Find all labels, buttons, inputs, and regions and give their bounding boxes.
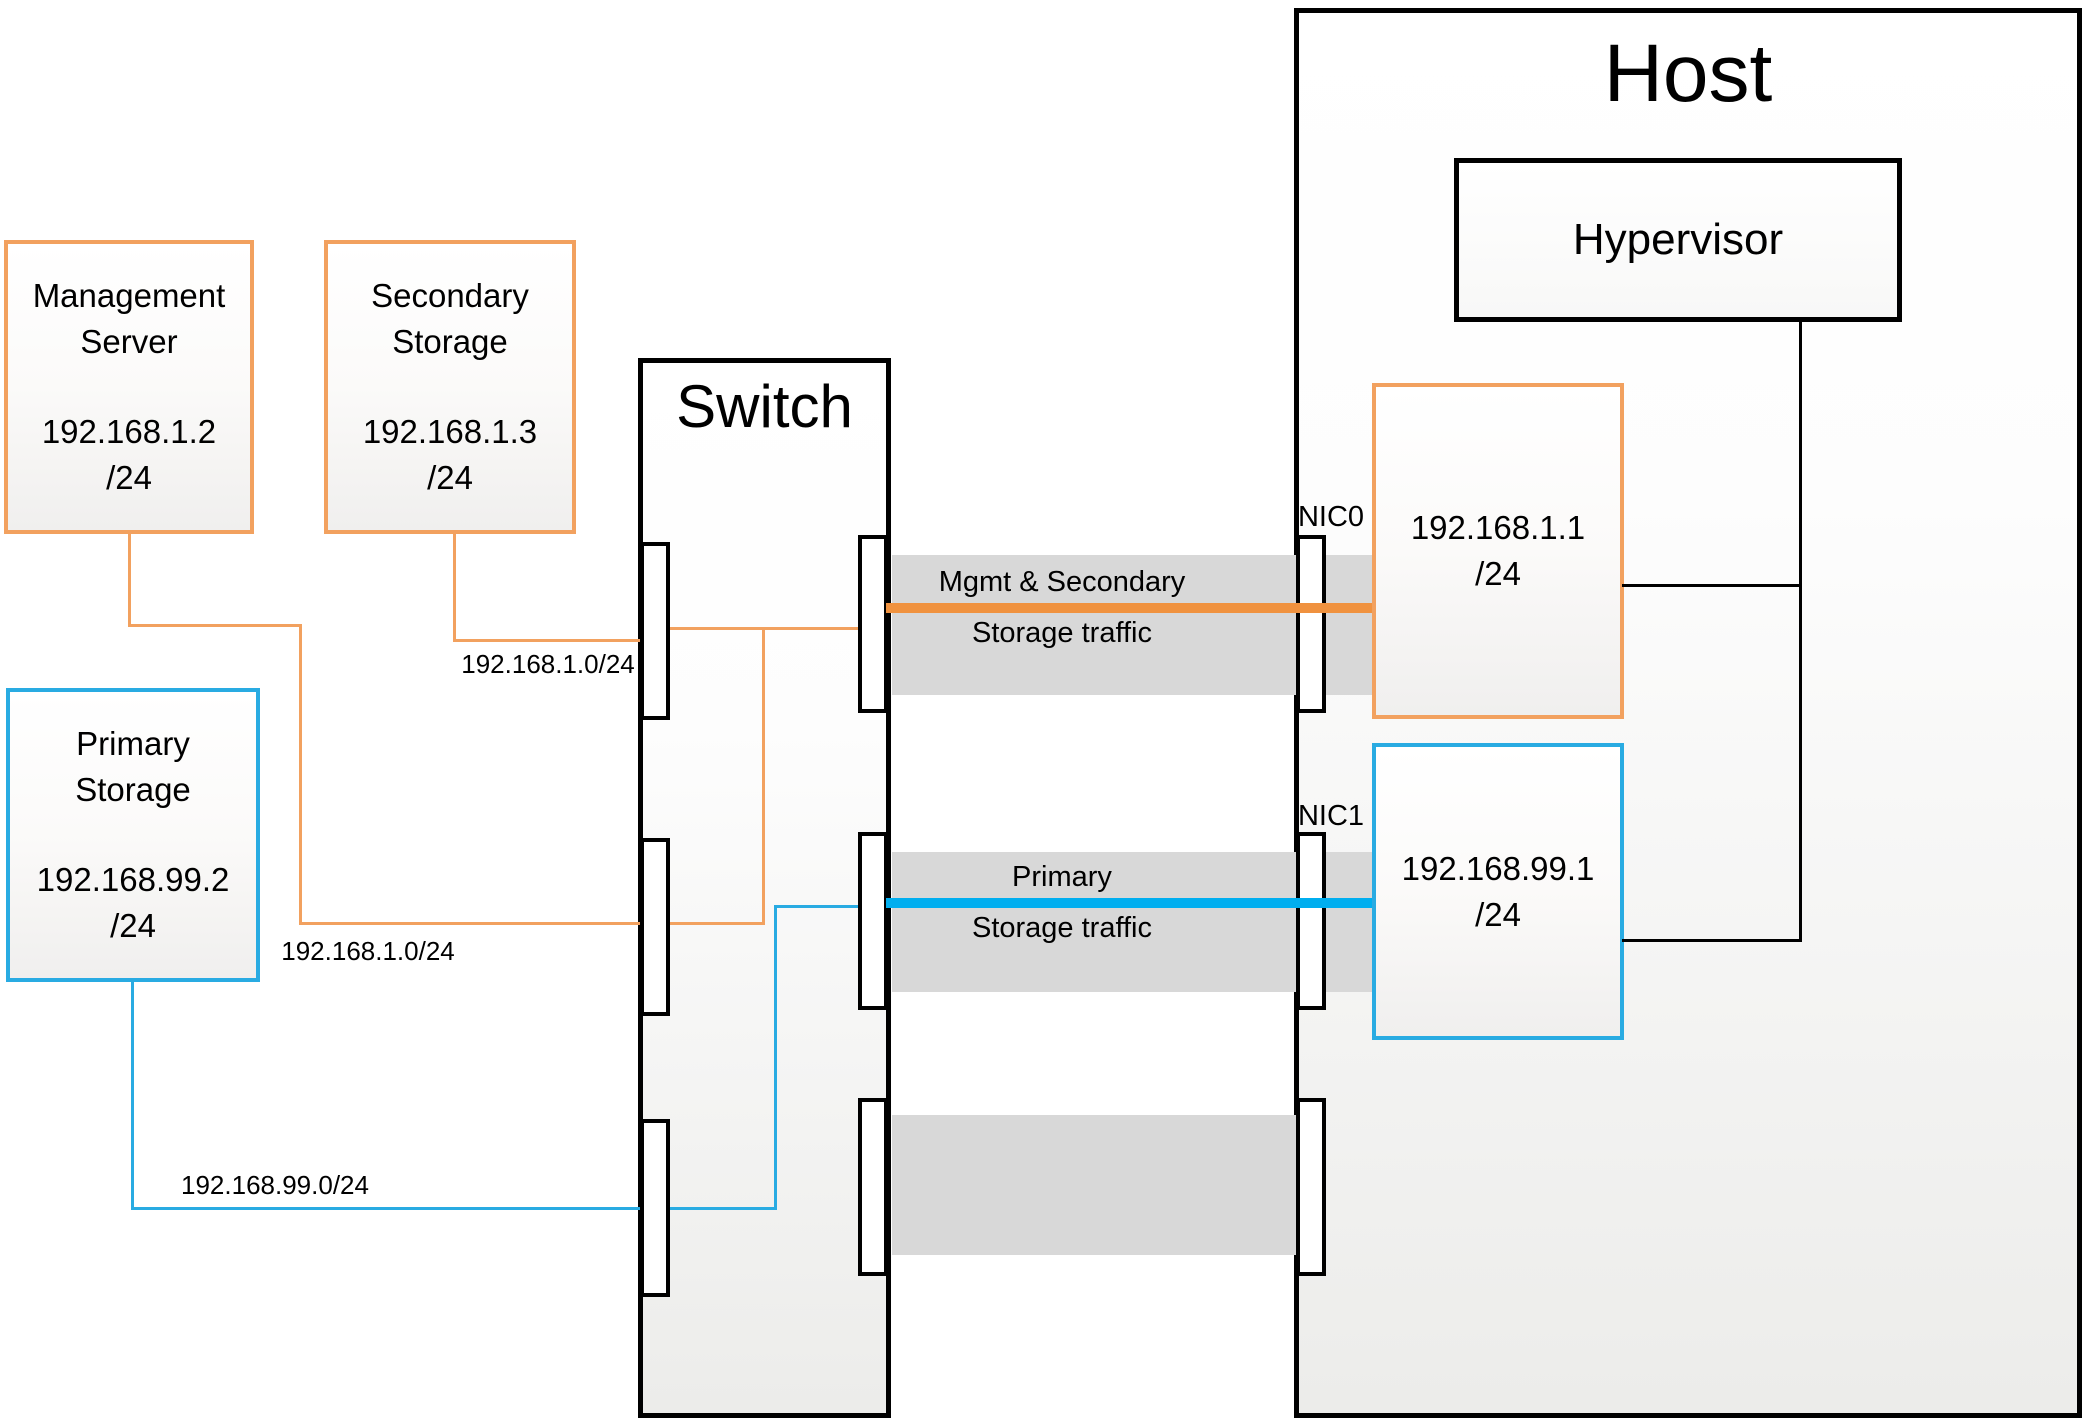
switch-internal-orange-segment [762, 627, 765, 925]
switch-port-left-3 [640, 1119, 670, 1297]
mgmt-secondary-traffic-line [886, 603, 1374, 613]
switch-internal-blue-segment [670, 1207, 777, 1210]
subnet-label-management: 192.168.1.0/24 [281, 936, 455, 966]
primary-traffic-band [892, 852, 1372, 992]
switch-port-left-2 [640, 838, 670, 1016]
mgmt-traffic-caption-line2: Storage traffic [971, 617, 1152, 649]
management-link-segment [128, 624, 302, 627]
primary-traffic-caption-line2: Storage traffic [971, 912, 1152, 944]
hypervisor-box: Hypervisor [1454, 158, 1902, 322]
node-name-line: Management [32, 277, 226, 314]
nic1-ip: 192.168.99.1 /24 [1402, 846, 1595, 938]
nic1-box: 192.168.99.1 /24 [1372, 743, 1624, 1040]
primary-storage-box: Primary Storage 192.168.99.2 /24 [6, 688, 260, 982]
node-ip: 192.168.99.2 [36, 861, 230, 898]
host-port-nic0 [1296, 535, 1326, 713]
node-mask: /24 [1475, 895, 1521, 933]
switch-internal-blue-segment [774, 905, 859, 908]
unused-traffic-band [892, 1115, 1296, 1255]
node-ip: 192.168.99.1 [1401, 849, 1595, 887]
node-name-line: Storage [75, 771, 191, 808]
node-name-line: Server [80, 323, 178, 360]
mgmt-traffic-caption-line1: Mgmt & Secondary [938, 566, 1186, 598]
subnet-label-primary: 192.168.99.0/24 [181, 1170, 369, 1200]
node-name-line: Primary [76, 725, 190, 762]
switch-port-left-1 [640, 542, 670, 720]
secondary-storage-name: Secondary Storage [371, 273, 529, 365]
switch-port-right-2 [858, 832, 888, 1010]
hypervisor-nic0-connector [1622, 584, 1802, 587]
node-mask: /24 [106, 459, 152, 496]
switch-port-right-3 [858, 1098, 888, 1276]
switch-title: Switch [676, 373, 853, 440]
node-ip: 192.168.1.1 [1410, 509, 1586, 546]
node-ip: 192.168.1.2 [41, 413, 217, 450]
hypervisor-label: Hypervisor [1572, 215, 1784, 264]
node-mask: /24 [427, 459, 473, 496]
switch-internal-orange-segment [670, 922, 765, 925]
node-mask: /24 [1475, 555, 1521, 592]
secondary-link-segment [453, 639, 640, 642]
mgmt-traffic-band [892, 555, 1372, 695]
secondary-storage-ip: 192.168.1.3 /24 [363, 409, 537, 501]
host-title: Host [1603, 28, 1773, 119]
nic0-label: NIC0 [1297, 501, 1365, 533]
primary-link-segment [131, 1207, 640, 1210]
switch-port-right-1 [858, 535, 888, 713]
hypervisor-nic1-connector [1622, 939, 1802, 942]
nic1-label: NIC1 [1297, 800, 1365, 832]
nic0-box: 192.168.1.1 /24 [1372, 383, 1624, 719]
management-server-ip: 192.168.1.2 /24 [42, 409, 216, 501]
secondary-link-segment [453, 533, 456, 642]
primary-storage-ip: 192.168.99.2 /24 [37, 857, 230, 949]
primary-storage-name: Primary Storage [75, 721, 191, 813]
primary-link-segment [131, 982, 134, 1210]
node-name-line: Storage [392, 323, 508, 360]
primary-storage-traffic-line [886, 898, 1374, 908]
nic0-ip: 192.168.1.1 /24 [1411, 505, 1585, 597]
management-server-box: Management Server 192.168.1.2 /24 [4, 240, 254, 534]
primary-traffic-caption-line1: Primary [1012, 861, 1112, 893]
switch-internal-blue-segment [774, 905, 777, 1210]
host-port-nic1 [1296, 832, 1326, 1010]
node-ip: 192.168.1.3 [362, 413, 538, 450]
subnet-label-secondary: 192.168.1.0/24 [461, 649, 635, 679]
node-name-line: Secondary [371, 277, 529, 314]
management-link-segment [128, 533, 131, 627]
hypervisor-connector-vertical [1799, 322, 1802, 942]
management-link-segment [299, 624, 302, 925]
management-link-segment [299, 922, 640, 925]
secondary-storage-box: Secondary Storage 192.168.1.3 /24 [324, 240, 576, 534]
management-server-name: Management Server [33, 273, 226, 365]
host-port-unused [1296, 1098, 1326, 1276]
node-mask: /24 [110, 907, 156, 944]
